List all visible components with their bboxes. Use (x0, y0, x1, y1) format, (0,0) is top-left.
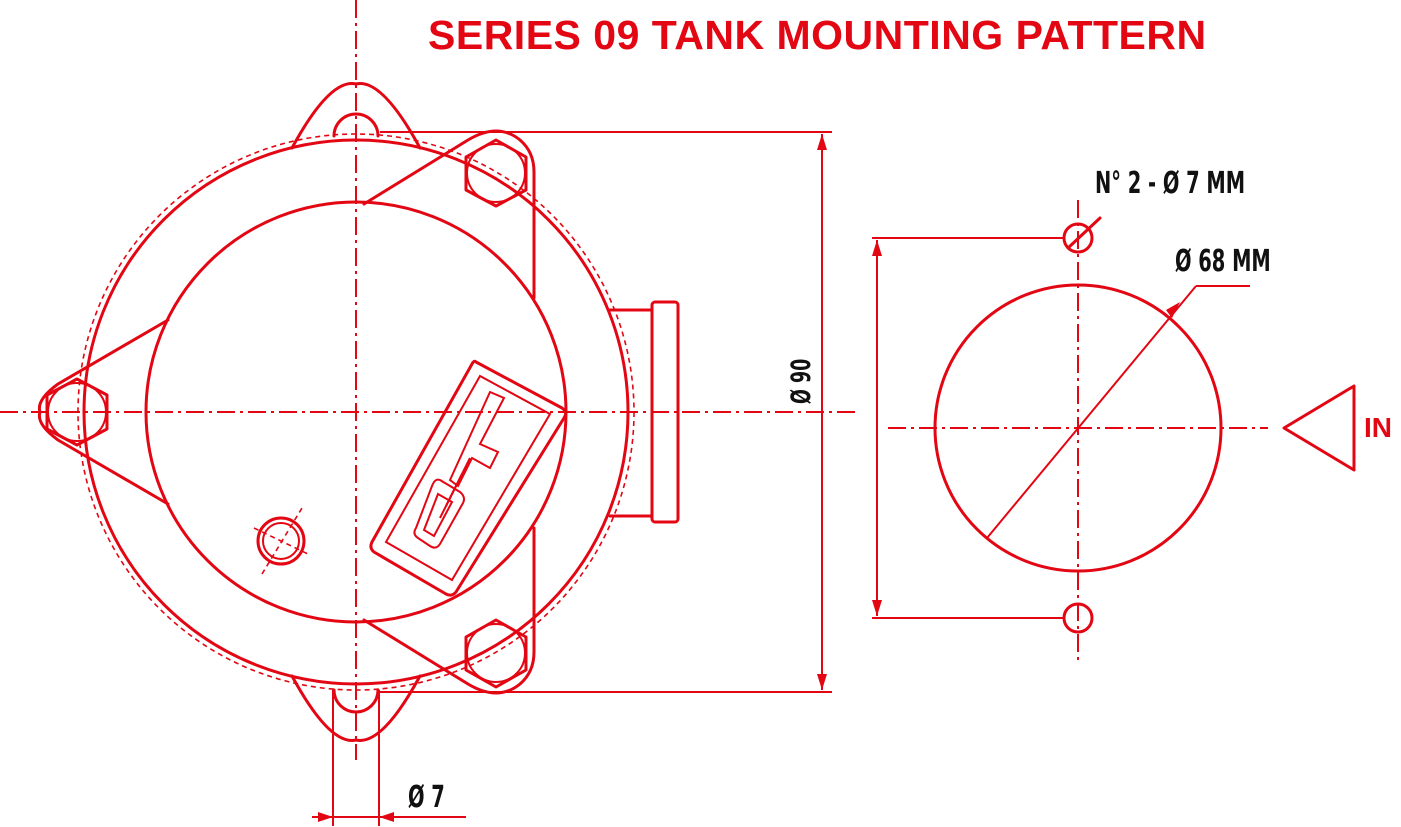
cutout-68mm (933, 283, 1223, 573)
oilt-logo-icon (369, 359, 568, 597)
hex-bolt-left (45, 377, 109, 447)
inlet-label: IN (1364, 412, 1392, 443)
bolt-ear-bottom (362, 526, 536, 695)
page-title: SERIES 09 TANK MOUNTING PATTERN (428, 12, 1207, 58)
lug-hole-diameter-label: Ø 7 (408, 780, 445, 815)
hex-bolt-top (464, 138, 528, 208)
hole-leader (1066, 216, 1102, 250)
outlet-port (650, 300, 680, 524)
bolt-ear-left (37, 318, 170, 506)
flange-diameter-label: Ø 90 (786, 358, 817, 404)
diameter-68-line (986, 285, 1197, 539)
bottom-lug (290, 674, 422, 742)
small-screw (253, 507, 309, 575)
bolt-circle-dashed (77, 133, 635, 691)
triangle-arrow-left-icon (1282, 384, 1356, 472)
bolt-ear-top (362, 129, 536, 300)
top-lug (290, 82, 422, 150)
holes-label: N° 2 - Ø 7 MM (1095, 166, 1246, 201)
hex-bolt-bottom (464, 618, 528, 689)
flange-outer (82, 138, 630, 686)
top-lug-hole (332, 112, 380, 138)
mounting-pattern-view (872, 200, 1356, 660)
bottom-lug-hole (332, 688, 380, 714)
pattern-diameter-label: Ø 68 MM (1175, 244, 1271, 279)
pump-front-view (0, 0, 855, 826)
outlet-neck (608, 308, 654, 518)
